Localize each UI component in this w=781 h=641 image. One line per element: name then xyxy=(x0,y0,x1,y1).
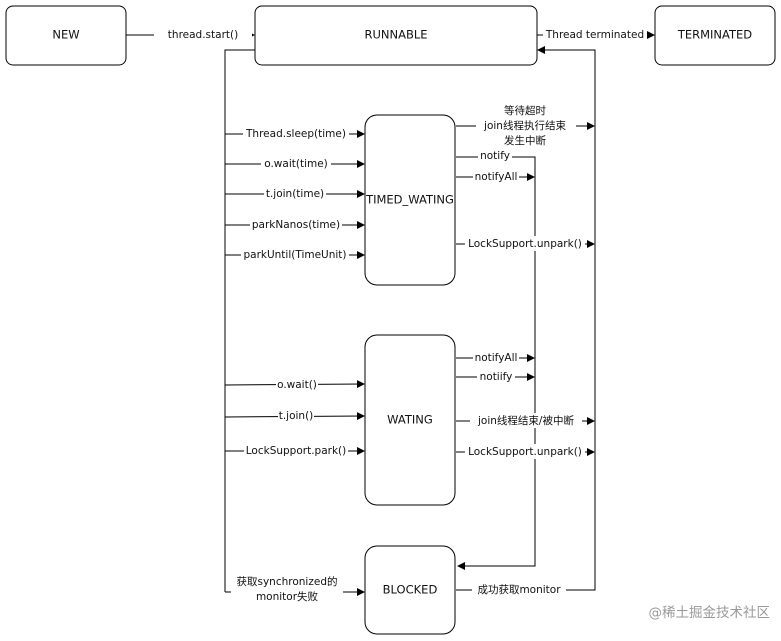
label-waiting-notifyall: notifyAll xyxy=(475,352,518,364)
state-runnable: RUNNABLE xyxy=(254,5,538,66)
edge-left-trunk xyxy=(224,49,255,592)
label-join-time: t.join(time) xyxy=(266,188,324,200)
label-sleep-time: Thread.sleep(time) xyxy=(245,128,346,140)
state-blocked: BLOCKED xyxy=(364,545,456,635)
label-timed-exit-interrupt: 发生中断 xyxy=(504,134,546,147)
state-new-label: NEW xyxy=(52,28,79,42)
label-timed-exit-join: join线程执行结束 xyxy=(483,119,566,132)
state-timed-waiting-label: TIMED_WATING xyxy=(365,193,454,207)
label-park-nanos: parkNanos(time) xyxy=(252,219,340,231)
state-waiting: WATING xyxy=(364,334,456,506)
label-wait-time: o.wait(time) xyxy=(264,158,328,170)
state-new: NEW xyxy=(5,5,127,66)
label-waiting-join-end: join线程结束/被中断 xyxy=(477,414,574,427)
state-waiting-label: WATING xyxy=(387,413,433,427)
state-runnable-label: RUNNABLE xyxy=(364,28,427,42)
label-timed-exit-timeout: 等待超时 xyxy=(504,104,546,117)
label-sync-fail-line1: 获取synchronized的 xyxy=(237,575,338,588)
label-timed-unpark: LockSupport.unpark() xyxy=(468,238,582,250)
label-thread-start: thread.start() xyxy=(168,29,238,41)
state-terminated: TERMINATED xyxy=(654,5,776,66)
label-sync-fail-line2: monitor失败 xyxy=(256,590,319,603)
label-join: t.join() xyxy=(279,410,314,422)
state-blocked-label: BLOCKED xyxy=(383,583,438,597)
label-timed-notifyall: notifyAll xyxy=(475,171,518,183)
label-waiting-unpark: LockSupport.unpark() xyxy=(468,446,582,458)
edge-labels: thread.start() Thread terminated Thread.… xyxy=(154,27,647,605)
label-park: LockSupport.park() xyxy=(246,445,346,457)
label-waiting-notify: notiify xyxy=(480,371,513,383)
label-thread-terminated: Thread terminated xyxy=(545,29,644,41)
state-timed-waiting: TIMED_WATING xyxy=(364,114,456,286)
label-park-until: parkUntil(TimeUnit) xyxy=(243,249,346,261)
watermark: @稀土掘金技术社区 xyxy=(649,605,771,621)
label-wait: o.wait() xyxy=(277,379,317,391)
label-acquire-monitor: 成功获取monitor xyxy=(477,584,561,596)
state-terminated-label: TERMINATED xyxy=(677,28,752,42)
label-timed-notify: notify xyxy=(480,150,510,162)
